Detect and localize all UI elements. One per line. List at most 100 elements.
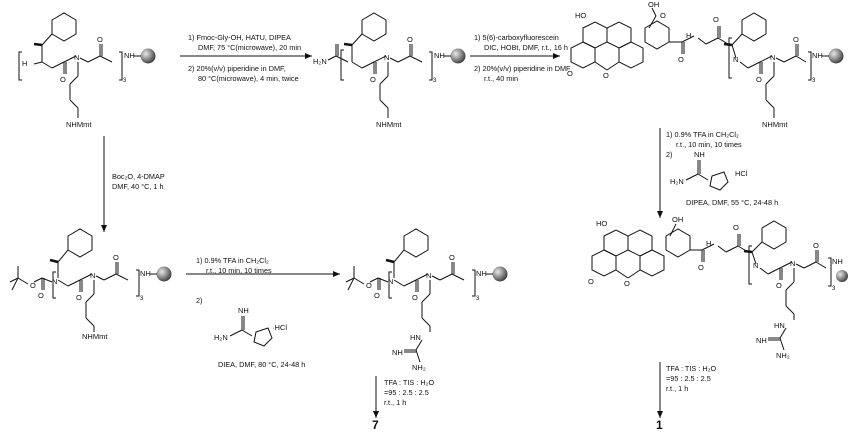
structure-f [591,223,832,287]
label-o: O [113,253,119,262]
label-oh: OH [648,0,659,9]
condition-line: DIPEA, DMF, 55 °C, 24-48 h [686,198,779,207]
label-repeat: 3 [476,296,480,302]
label-hn: HN [774,321,785,330]
structure-b [327,12,433,118]
label-h2n: H₂N [214,333,228,342]
label-o: O [813,241,819,250]
label-o: O [698,263,704,272]
condition-line: TFA : TIS : H₂O [384,378,435,387]
label-nh: NH [832,257,843,266]
label-o: O [624,279,630,288]
label-hn: HN [410,333,421,342]
label-nh: NH [476,269,487,278]
condition-line: r.t., 1 h [666,383,689,393]
condition-line: 2) [666,149,673,159]
condition-line: 1) 0.9% TFA in CH₂Cl₂ [196,256,269,265]
condition-line: TFA : TIS : H₂O [666,364,717,373]
conditions-step2-b: 2) 20%(v/v) piperidine in DMF r.t., 40 m… [474,64,571,84]
conditions-step5: 1) 0.9% TFA in CH₂Cl₂ r.t., 10 min, 10 t… [196,256,272,276]
condition-line: DMF, 75 °C(microwave), 20 min [198,42,302,52]
condition-line: 80 °C(microwave), 4 min, twice [198,73,299,83]
condition-line: r.t., 40 min [484,73,519,83]
condition-line: Boc₂O, 4-DMAP [112,172,165,181]
label-n: N [388,277,393,286]
conditions-step7: TFA : TIS : H₂O =95 : 2.5 : 2.5 r.t., 1 … [666,364,716,394]
label-o: O [713,15,719,24]
label-nh2: NH₂ [776,351,790,360]
label-repeat: 3 [812,78,816,84]
structure-c [570,7,812,81]
label-o: O [30,281,36,290]
label-n: N [733,55,738,64]
condition-line: DMF, 40 °C, 1 h [112,181,164,191]
conditions-step3-b: DIPEA, DMF, 55 °C, 24-48 h [686,198,778,208]
conditions-step1: 1) Fmoc-Gly-OH, HATU, DIPEA DMF, 75 °C(m… [188,33,301,53]
label-o: O [678,55,684,64]
label-n: N [74,53,79,62]
compound-label-1: 1 [656,418,663,432]
label-o: O [733,223,739,232]
structure-e [345,228,476,363]
label-n: N [384,53,389,62]
label-nh: NH [238,306,249,315]
condition-line: 1) 0.9% TFA in CH₂Cl₂ [666,130,739,139]
label-n: H [686,31,691,40]
condition-line: =95 : 2.5 : 2.5 [384,387,429,397]
structure-a [18,12,123,118]
label-h: H [22,59,27,68]
condition-line: 1) 5(6)-carboxyfluorescein [474,33,559,42]
condition-line: r.t., 10 min, 10 times [676,139,742,149]
label-o: O [449,253,455,262]
label-o: O [97,35,103,44]
resin-bead-icon [828,48,844,64]
label-nhmmt: NHMmt [762,120,788,129]
condition-line: DIEA, DMF, 80 °C, 24-48 h [218,360,306,369]
conditions-step5-mid: 2) [196,296,203,306]
conditions-step5-b: DIEA, DMF, 80 °C, 24-48 h [218,360,305,370]
conditions-step6: TFA : TIS : H₂O =95 : 2.5 : 2.5 r.t., 1 … [384,378,434,408]
conditions-step1-b: 2) 20%(v/v) piperidine in DMF, 80 °C(mic… [188,64,299,84]
label-n: N [90,271,95,280]
label-repeat: 3 [140,296,144,302]
label-nh: NH [812,51,823,60]
label-o: O [370,75,376,84]
label-nhmmt: NHMmt [82,332,108,341]
conditions-step2: 1) 5(6)-carboxyfluorescein DIC, HOBt, DM… [474,33,568,53]
conditions-step4: Boc₂O, 4-DMAP DMF, 40 °C, 1 h [112,172,165,192]
condition-line: r.t., 10 min, 10 times [206,265,272,275]
label-o: O [38,291,44,300]
resin-bead-icon [492,266,508,282]
label-o: O [660,11,666,20]
condition-line: 2) [196,296,203,305]
label-o: O [793,35,799,44]
condition-line: 2) 20%(v/v) piperidine in DMF, [188,64,286,73]
label-h2n: H₂N [313,57,327,66]
label-oh: OH [672,215,683,224]
label-repeat: 3 [123,78,127,84]
label-o: O [366,281,372,290]
condition-line: r.t., 1 h [384,397,407,407]
label-o: O [567,69,573,78]
label-n: H [706,239,711,248]
label-n: N [426,271,431,280]
label-nh: NH [124,51,135,60]
label-nh: NH [694,150,705,159]
label-nh2: NH₂ [412,363,426,372]
resin-bead-icon [156,266,172,282]
reagent-structure-top [685,160,729,191]
label-o: O [776,281,782,290]
label-n: N [790,259,795,268]
label-repeat: 3 [832,286,836,292]
label-h2n: H₂N [670,177,684,186]
label-ho: HO [596,219,607,228]
label-repeat: 3 [433,78,437,84]
label-nh: NH [140,269,151,278]
label-nh: NH [756,336,767,345]
label-nhmmt: NHMmt [66,120,92,129]
label-nh: NH [392,348,403,357]
label-o: O [412,293,418,302]
resin-bead-icon [836,270,848,282]
label-o: O [407,35,413,44]
